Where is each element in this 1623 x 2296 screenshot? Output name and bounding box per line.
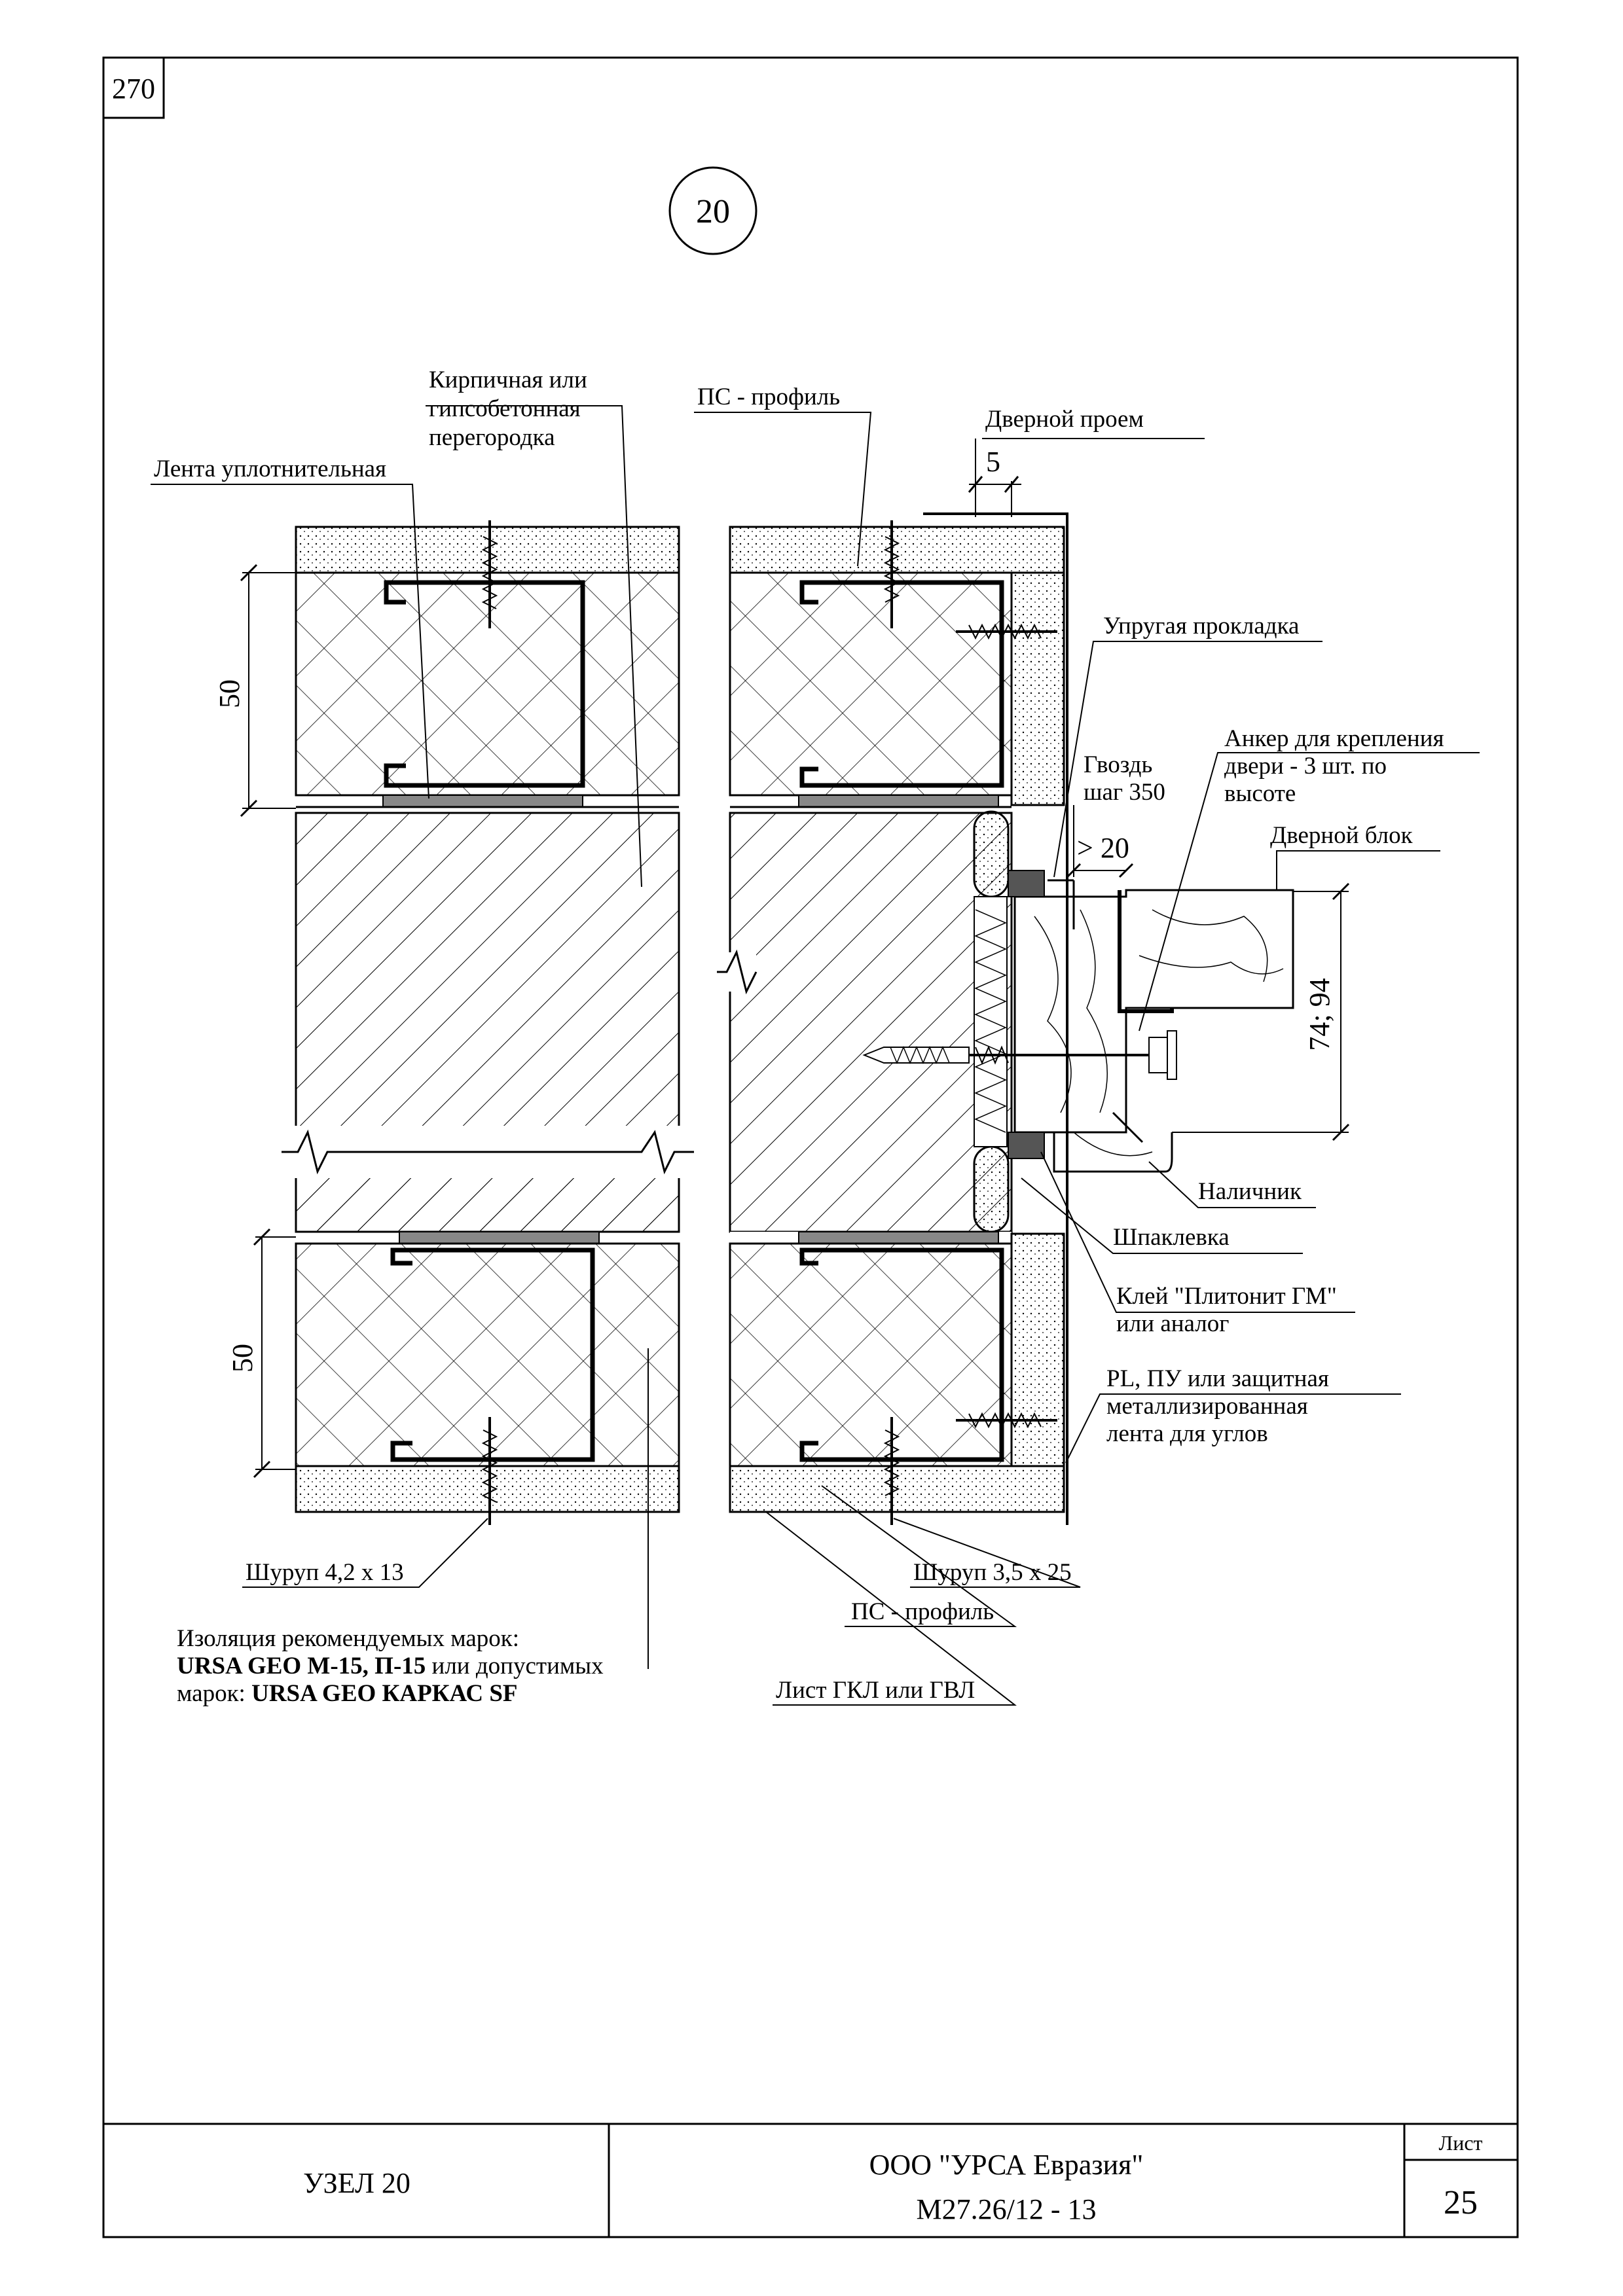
door-frame: [862, 870, 1294, 1173]
insulation-rest-2: или допустимых: [426, 1653, 604, 1679]
title-code: М27.26/12 - 13: [917, 2193, 1097, 2225]
door-trim: [1053, 1132, 1173, 1173]
label-screw-42: Шуруп 4,2 х 13: [246, 1559, 404, 1586]
label-door-opening: Дверной проем: [985, 406, 1144, 433]
node-marker-number: 20: [696, 193, 730, 230]
insulation-bold-3: URSA GEO КАРКАС SF: [251, 1680, 517, 1707]
gypsum-board-bottom: [295, 1465, 680, 1513]
brick-partition-right: [729, 812, 1013, 1233]
label-door-block: Дверной блок: [1270, 822, 1413, 849]
screw-icon: [883, 1417, 900, 1525]
title-sheet-label: Лист: [1438, 2131, 1482, 2155]
insulation-bold-2: URSA GEO М-15, П-15: [177, 1653, 426, 1679]
label-anchor-3: высоте: [1224, 780, 1296, 807]
door-box: [1013, 889, 1294, 1134]
insulation-bottom: [295, 1242, 680, 1467]
dimension-gt20: [1066, 863, 1134, 878]
ps-profile: [384, 580, 585, 788]
putty-top: [973, 810, 1010, 898]
label-anchor-2: двери - 3 шт. по: [1224, 753, 1387, 780]
title-node: УЗЕЛ 20: [303, 2167, 410, 2199]
sheet-frame: [102, 56, 1519, 2238]
label-glue-2: или аналог: [1116, 1310, 1229, 1337]
label-elastic-gasket: Упругая прокладка: [1103, 613, 1299, 639]
sealing-tape: [382, 795, 583, 808]
gap-5: 5: [986, 446, 1000, 478]
label-insulation-2: URSA GEO М-15, П-15 или допустимых: [177, 1653, 604, 1679]
nail-icon: [1048, 879, 1144, 1143]
dim-50-bottom: 50: [227, 1344, 259, 1372]
label-nail-1: Гвоздь: [1084, 751, 1152, 778]
sealing-tape-bottom: [399, 1231, 600, 1244]
dim-74-94: 74; 94: [1304, 978, 1336, 1050]
label-trim: Наличник: [1198, 1178, 1302, 1205]
label-corner-tape-1: PL, ПУ или защитная: [1106, 1365, 1329, 1392]
screw-icon: [956, 1412, 1057, 1429]
dimension-50-bottom: [253, 1228, 296, 1479]
screw-icon: [883, 520, 900, 628]
label-sealing-tape: Лента уплотнительная: [154, 456, 386, 482]
leader-lines: [151, 405, 1480, 1706]
screw-icon: [481, 1417, 498, 1525]
title-block: [103, 2123, 1518, 2237]
label-corner-tape-3: лента для углов: [1106, 1420, 1268, 1447]
label-brick-2: гипсобетонная: [429, 395, 581, 422]
label-insulation-3: марок: URSA GEO КАРКАС SF: [177, 1680, 518, 1707]
label-putty: Шпаклевка: [1113, 1224, 1230, 1251]
label-ps-profile-bottom: ПС - профиль: [851, 1598, 994, 1625]
dim-50-top: 50: [213, 679, 246, 708]
corner-tape: [923, 512, 1068, 1525]
label-insulation-1: Изоляция рекомендуемых марок:: [177, 1625, 519, 1652]
corner-number: 270: [112, 73, 155, 105]
label-brick-3: перегородка: [429, 424, 555, 451]
label-anchor-1: Анкер для крепления: [1224, 725, 1444, 752]
label-sheet-gkl: Лист ГКЛ или ГВЛ: [776, 1677, 975, 1704]
title-company: ООО "УРСА Евразия": [869, 2149, 1144, 2181]
corner-number-box: [102, 56, 165, 119]
glue-strip: [974, 896, 1008, 1147]
node-marker-circle: [668, 166, 757, 255]
right-wall: [717, 512, 1068, 1525]
label-corner-tape-2: металлизированная: [1106, 1393, 1308, 1420]
screw-icon: [481, 520, 498, 628]
insulation: [295, 571, 680, 797]
label-brick-1: Кирпичная или: [429, 367, 587, 393]
putty-bottom: [973, 1145, 1010, 1233]
gt-20: > 20: [1077, 832, 1129, 864]
title-sheet-number: 25: [1444, 2184, 1478, 2221]
dimension-50-top: [240, 564, 296, 817]
gypsum-board: [295, 526, 680, 574]
label-ps-profile-top: ПС - профиль: [697, 384, 840, 410]
left-wall: [282, 520, 694, 1525]
screw-icon: [956, 623, 1057, 640]
label-nail-2: шаг 350: [1084, 779, 1165, 806]
label-glue-1: Клей "Плитонит ГМ": [1116, 1283, 1337, 1310]
label-screw-35: Шуруп 3,5 х 25: [913, 1559, 1072, 1586]
dimension-74-94: [1172, 882, 1350, 1141]
anchor-icon: [862, 1030, 1177, 1080]
insulation-line-3: марок:: [177, 1680, 251, 1707]
dimension-5: [968, 476, 1021, 517]
